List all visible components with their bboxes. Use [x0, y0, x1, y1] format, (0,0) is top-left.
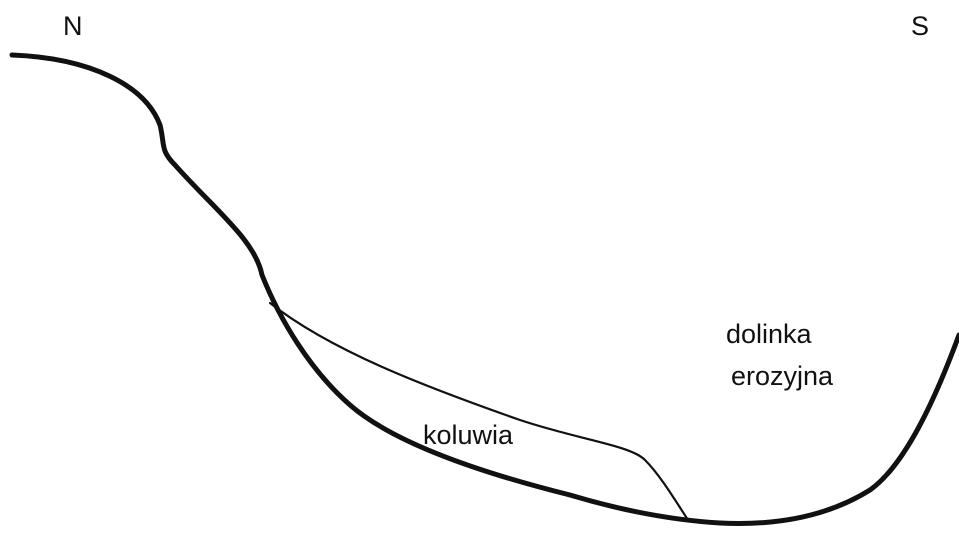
south-label: S: [911, 11, 930, 41]
north-label: N: [63, 11, 83, 41]
colluvium-boundary-line: [268, 301, 690, 522]
valley-label-line1: dolinka: [726, 319, 812, 349]
valley-label-line2: erozyjna: [731, 361, 834, 391]
colluvium-label: koluwia: [423, 420, 514, 450]
valley-profile-line: [9, 52, 959, 526]
